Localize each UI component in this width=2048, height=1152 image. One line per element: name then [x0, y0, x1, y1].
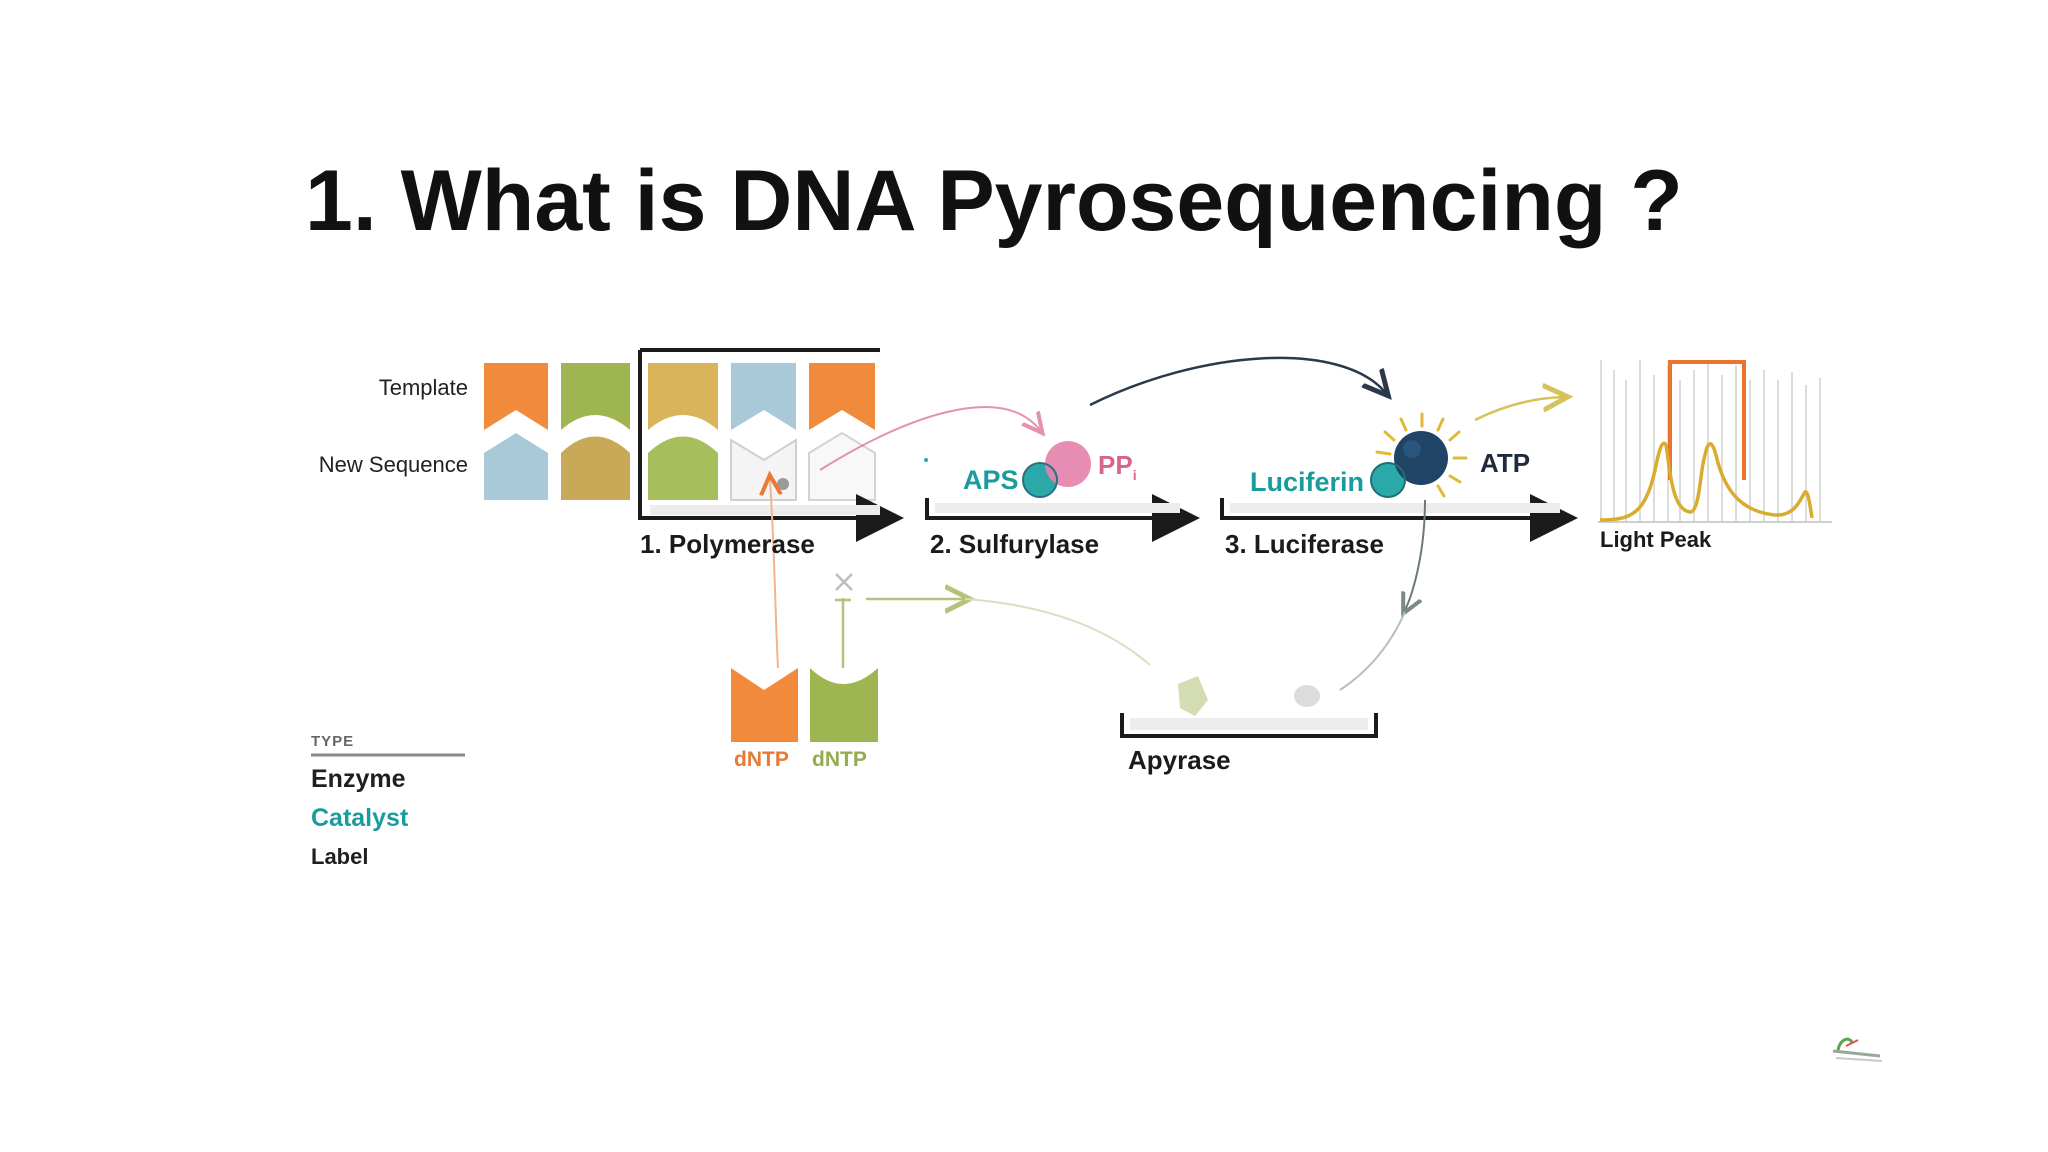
aps-label: APS	[963, 465, 1019, 495]
tiny-dot	[924, 458, 928, 462]
template-base-5	[809, 363, 875, 430]
dntp-green-label: dNTP	[812, 748, 867, 771]
apyrase-label: Apyrase	[1128, 745, 1231, 775]
arrow-dntp-up	[770, 479, 778, 669]
polymerase-bracket	[638, 350, 904, 542]
luciferin-molecule	[1371, 463, 1405, 497]
incoming-base-dot	[777, 478, 789, 490]
new-base-3	[648, 436, 718, 500]
sulfurylase-bracket	[925, 494, 1200, 542]
new-base-2	[561, 436, 630, 500]
page-title: 1. What is DNA Pyrosequencing ?	[305, 153, 1683, 249]
empty-slot-5	[808, 431, 876, 501]
atp-sunburst	[1375, 412, 1468, 498]
luciferase-bracket	[1220, 494, 1578, 542]
atp-molecule	[1394, 431, 1448, 485]
luciferin-label: Luciferin	[1250, 467, 1365, 497]
legend-heading: TYPE	[311, 733, 355, 750]
aps-overlap	[1022, 462, 1058, 498]
arrow-atp-down	[1405, 499, 1426, 610]
ppi-label: PPi	[1098, 450, 1137, 484]
empty-slot-4	[730, 438, 797, 501]
new-base-1	[484, 433, 548, 500]
corner-logo-icon	[1832, 1037, 1883, 1062]
light-peak-label: Light Peak	[1600, 527, 1712, 552]
dna-strand-blocks	[484, 363, 876, 501]
legend-label: Label	[311, 844, 369, 869]
template-base-3	[648, 363, 718, 430]
luciferin-ring	[1370, 462, 1406, 498]
light-peak-chart	[1598, 360, 1832, 523]
polymerase-label: 1. Polymerase	[640, 529, 815, 559]
dntp-green-block	[810, 668, 878, 742]
arrow-to-ppi	[819, 406, 1040, 471]
new-sequence-label: New Sequence	[318, 452, 468, 477]
apyrase-fragment-gray	[1294, 685, 1320, 707]
template-base-1	[484, 363, 548, 430]
luciferase-label: 3. Luciferase	[1225, 529, 1384, 559]
ppi-molecule	[1045, 441, 1091, 487]
dntp-orange-label: dNTP	[734, 748, 789, 771]
arrow-light-out	[1474, 397, 1563, 422]
blocked-x-icon	[835, 573, 853, 591]
template-base-2	[561, 363, 630, 430]
arrow-to-apyrase-right	[1339, 611, 1406, 691]
arrow-green-curve	[964, 598, 1151, 666]
atp-label: ATP	[1480, 448, 1531, 478]
legend-catalyst: Catalyst	[311, 804, 409, 832]
apyrase-bracket	[1120, 713, 1378, 738]
light-peak-curve	[1599, 441, 1814, 522]
arrow-sulf-to-luc	[1089, 356, 1385, 407]
dntp-orange-block	[731, 668, 798, 742]
light-peak-bracket	[1668, 360, 1746, 480]
template-label: Template	[378, 375, 468, 400]
apyrase-fragment-green	[1178, 676, 1208, 716]
legend-enzyme: Enzyme	[311, 765, 406, 793]
template-base-4	[731, 363, 796, 430]
sulfurylase-label: 2. Sulfurylase	[930, 529, 1100, 559]
